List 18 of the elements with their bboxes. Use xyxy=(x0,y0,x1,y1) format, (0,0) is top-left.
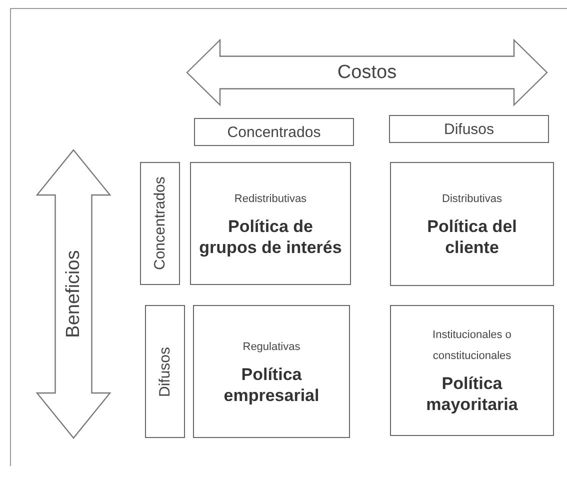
row-header: Concentrados xyxy=(140,162,180,285)
category-label: Redistributivas xyxy=(234,192,307,207)
category-label: Distributivas xyxy=(442,192,502,208)
policy-name: Política de grupos de interés xyxy=(199,216,342,258)
policy-name: Política mayoritaria xyxy=(425,373,519,416)
policy-name: Política empresarial xyxy=(222,364,320,406)
policy-quadrant xyxy=(190,162,351,285)
category-label: Institucionales o constitucionales xyxy=(432,328,512,364)
column-header: Concentrados xyxy=(194,118,354,146)
axis-label: Beneficios xyxy=(62,250,84,338)
category-label: Regulativas xyxy=(242,340,300,355)
policy-quadrant xyxy=(193,305,350,438)
column-header: Difusos xyxy=(389,115,549,143)
policy-quadrant xyxy=(390,162,554,286)
row-header: Difusos xyxy=(145,305,185,438)
axis-label: Costos xyxy=(337,62,397,84)
policy-name: Política del cliente xyxy=(426,216,518,259)
policy-quadrant xyxy=(390,305,554,436)
